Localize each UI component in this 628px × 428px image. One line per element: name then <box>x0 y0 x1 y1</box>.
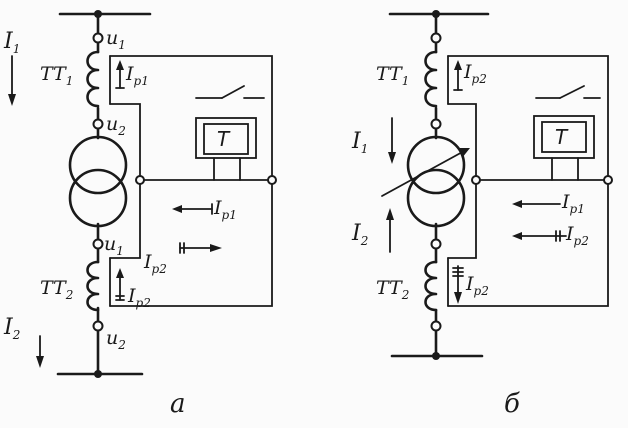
power-transformer-winding-1-b <box>406 135 466 195</box>
svg-text:TT2: TT2 <box>376 277 409 302</box>
current-transformer-tt2-a <box>86 260 100 312</box>
svg-text:I1: I1 <box>3 29 20 56</box>
power-transformer-winding-2-b <box>406 168 466 228</box>
svg-text:Ip1: Ip1 <box>213 197 237 222</box>
svg-text:TT1: TT1 <box>40 63 73 88</box>
power-transformer-winding-2-a <box>68 168 128 228</box>
svg-text:Ip2: Ip2 <box>465 273 489 298</box>
tap-changer-arrow-b <box>381 149 467 197</box>
current-transformer-tt2-b <box>424 260 438 312</box>
terminal-u2-bottom-a <box>92 320 104 332</box>
caption-a: a <box>170 389 186 419</box>
wire-tt1-to-right-a <box>109 55 273 181</box>
relay-t-a <box>195 117 257 159</box>
svg-text:I2: I2 <box>3 315 20 342</box>
svg-text:u1: u1 <box>104 233 124 258</box>
svg-text:TT2: TT2 <box>40 277 73 302</box>
wire-tt2-to-right-a <box>109 179 273 307</box>
svg-text:I1: I1 <box>351 129 368 156</box>
relay-label-a: T <box>217 127 231 151</box>
svg-text:Ip2: Ip2 <box>143 251 167 276</box>
diagram-a: T I1 TT1 u1 u2 Ip1 Ip1 u1 Ip2 <box>3 10 277 419</box>
svg-text:Ip2: Ip2 <box>463 61 487 86</box>
caption-b: б <box>504 389 520 419</box>
svg-text:Ip2: Ip2 <box>565 223 589 248</box>
terminal-u1-bottom-a <box>92 238 104 250</box>
current-transformer-tt1-b <box>424 50 438 108</box>
svg-text:u2: u2 <box>106 327 126 352</box>
svg-text:Ip1: Ip1 <box>561 191 585 216</box>
terminal-u2-top-a <box>92 118 104 130</box>
svg-text:u2: u2 <box>106 113 126 138</box>
svg-text:I2: I2 <box>351 221 368 248</box>
relay-t-b <box>533 115 595 159</box>
power-transformer-winding-1-a <box>68 135 128 195</box>
diagram-b: T TT1 Ip2 I1 Ip1 I2 Ip2 Ip2 TT2 б <box>351 10 613 419</box>
relay-label-b: T <box>555 125 569 149</box>
svg-text:Ip1: Ip1 <box>125 63 149 88</box>
svg-text:Ip2: Ip2 <box>127 285 151 310</box>
terminal-u1-top-a <box>92 32 104 44</box>
svg-text:TT1: TT1 <box>376 63 409 88</box>
svg-text:u1: u1 <box>106 27 126 52</box>
current-transformer-tt1-a <box>86 50 100 108</box>
